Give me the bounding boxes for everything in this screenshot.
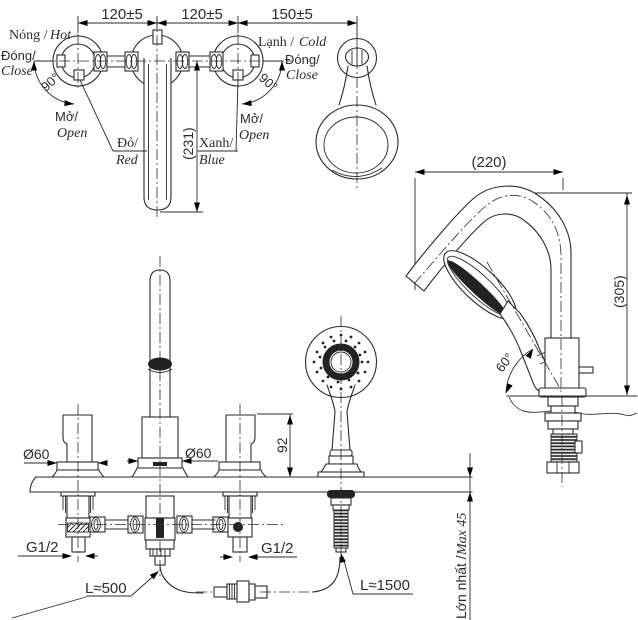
dimension-spout-reach-topview: (231)	[160, 61, 203, 213]
hot-index-label: Đỏ/	[117, 136, 138, 151]
hot-label-en: Hot	[49, 28, 72, 43]
top-view: 120±5 120±5 150±5 Nóng / Hot Đóng/ Close…	[1, 6, 399, 219]
deck-thickness-label: Lớn nhất /	[453, 555, 469, 619]
dim-spout-dia: Ø60	[185, 445, 212, 461]
dim-hot-to-spout: 120±5	[101, 6, 143, 23]
hot-close-label: Đóng/	[1, 48, 36, 63]
dimension-spout-dia: Ø60	[127, 445, 218, 464]
hot-close-label-en: Close	[1, 64, 33, 79]
cold-open-label: Mở/	[240, 111, 263, 126]
deck-front-view	[29, 476, 473, 493]
dimension-handle-dia: Ø60	[23, 446, 108, 466]
cold-label-en: Cold	[299, 35, 327, 50]
dimension-thread-hot: G1/2	[18, 539, 98, 559]
hose-spout-label: L≈500	[85, 580, 127, 597]
cold-close-label: Đóng/	[285, 52, 320, 67]
dim-side-reach: (220)	[471, 154, 506, 171]
thread-cold-label: G1/2	[261, 540, 294, 557]
dimension-side-reach: (220)	[414, 154, 564, 290]
cold-close-label-en: Close	[286, 68, 318, 83]
hose-connector	[213, 556, 341, 603]
rest-angle-label: 60°	[493, 350, 517, 375]
side-view: (220) (305)	[405, 154, 638, 487]
dimension-holder-height: 92	[257, 413, 293, 477]
dim-holder-height: 92	[274, 437, 290, 453]
deck-thickness-label-en: Max 45	[455, 513, 470, 556]
cold-index-label: Xanh/	[199, 136, 233, 151]
dim-spout-to-cold: 120±5	[181, 6, 223, 23]
spout-side-view	[405, 185, 572, 341]
cold-index-label-en: Blue	[199, 153, 225, 168]
dim-side-height: (305)	[611, 275, 627, 308]
pipe-unions	[93, 51, 224, 72]
thread-hot-label: G1/2	[26, 539, 59, 556]
hose-shower-label: L≈1500	[360, 577, 410, 594]
diverter-lever	[578, 366, 594, 374]
cold-label: Lạnh /	[258, 35, 294, 50]
dimension-deck-thickness: Lớn nhất / Max 45	[453, 453, 473, 620]
cold-handle-front	[212, 414, 268, 478]
hose-shower-annotation: L≈1500	[338, 552, 413, 595]
dim-cold-to-holder: 150±5	[271, 6, 313, 23]
hot-handle-front	[50, 414, 106, 478]
dimension-top-chain: 120±5 120±5 150±5	[77, 6, 358, 38]
spout-shank-side-view	[544, 396, 583, 474]
dim-handle-dia: Ø60	[23, 446, 50, 462]
hot-open-label: Mở/	[55, 109, 78, 124]
dimension-thread-cold: G1/2	[220, 540, 297, 560]
cold-valve-underdeck	[212, 491, 258, 553]
spout-top-pin	[152, 29, 163, 45]
cold-valve-annotations: Lạnh / Cold Đóng/ Close 90° Mở/ Open Xan…	[197, 35, 327, 168]
hot-index-label-en: Red	[115, 153, 139, 168]
hot-valve-underdeck	[60, 491, 106, 553]
cold-open-label-en: Open	[239, 128, 269, 143]
front-view: Ø60 Ø60 92 G1/2 G1/2	[11, 256, 473, 620]
hose-spout-annotation: L≈500	[11, 568, 161, 619]
spout-tube-top-view	[143, 58, 172, 211]
spout-body-side-view	[538, 337, 594, 398]
dim-spout-reach: (231)	[180, 127, 196, 160]
hot-label: Nóng /	[9, 28, 48, 43]
hand-shower-side-view	[443, 250, 555, 394]
hot-open-label-en: Open	[57, 126, 87, 141]
